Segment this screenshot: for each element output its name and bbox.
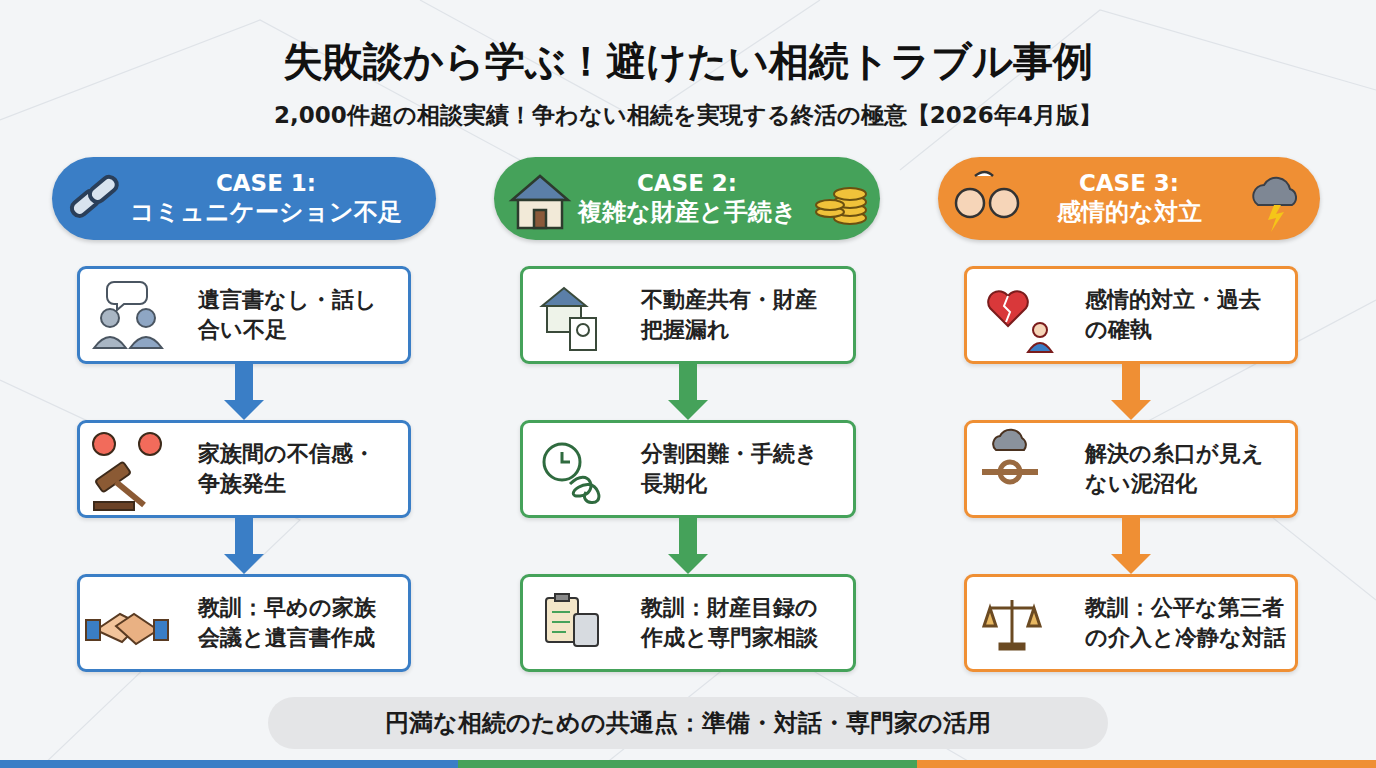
house-icon bbox=[512, 176, 568, 228]
node-text: 教訓：財産目録の 作成と専門家相談 bbox=[641, 593, 851, 654]
case-number: CASE 3: bbox=[1079, 170, 1179, 198]
arrow-shaft bbox=[679, 364, 697, 402]
process-box: 家族間の不信感・ 争族発生 bbox=[77, 420, 411, 518]
knot-cloud-icon bbox=[982, 430, 1038, 482]
arrow-head bbox=[224, 400, 264, 420]
process-box: 解決の糸口が見え ない泥沼化 bbox=[964, 420, 1298, 518]
broken-heart-icon bbox=[988, 291, 1052, 352]
case-header: CASE 2:複雑な財産と手続き bbox=[494, 157, 880, 240]
arrow-head bbox=[668, 554, 708, 574]
subtitle-label: 2,000件超の相談実績！争わない相続を実現する終活の極意【2026年4月版】 bbox=[0, 100, 1376, 131]
case-header: CASE 1:コミュニケーション不足 bbox=[52, 157, 436, 240]
flow-arrow bbox=[1111, 518, 1151, 574]
page-title: 失敗談から学ぶ！避けたい相続トラブル事例 bbox=[0, 34, 1376, 89]
process-box: 教訓：早めの家族 会議と遺言書作成 bbox=[77, 574, 411, 672]
node-text: 不動産共有・財産 把握漏れ bbox=[641, 285, 851, 346]
node-text: 感情的な対立 bbox=[1057, 197, 1202, 227]
node-text: 解決の糸口が見え ない泥沼化 bbox=[1085, 439, 1295, 500]
case-number: CASE 2: bbox=[637, 170, 737, 198]
coins-icon bbox=[816, 188, 866, 224]
people-talk-icon bbox=[94, 282, 162, 348]
node-text: 教訓：早めの家族 会議と遺言書作成 bbox=[198, 593, 408, 654]
arrow-head bbox=[1111, 554, 1151, 574]
arrow-head bbox=[1111, 400, 1151, 420]
process-box: 教訓：財産目録の 作成と専門家相談 bbox=[520, 574, 856, 672]
process-box: 不動産共有・財産 把握漏れ bbox=[520, 266, 856, 364]
flow-arrow bbox=[1111, 364, 1151, 420]
arrow-head bbox=[668, 400, 708, 420]
storm-icon bbox=[1253, 178, 1296, 232]
node-text: 複雑な財産と手続き bbox=[578, 197, 797, 227]
process-box: 遺言書なし・話し 合い不足 bbox=[77, 266, 411, 364]
flow-arrow bbox=[668, 518, 708, 574]
arrow-head bbox=[224, 554, 264, 574]
summary-band: 円満な相続のための共通点：準備・対話・専門家の活用 bbox=[268, 697, 1108, 749]
flow-arrow bbox=[224, 364, 264, 420]
arrow-shaft bbox=[235, 364, 253, 402]
flow-arrow bbox=[224, 518, 264, 574]
case-number: CASE 1: bbox=[216, 170, 316, 198]
process-box: 教訓：公平な第三者 の介入と冷静な対話 bbox=[964, 574, 1298, 672]
process-box: 分割困難・手続き 長期化 bbox=[520, 420, 856, 518]
node-text: 遺言書なし・話し 合い不足 bbox=[198, 285, 408, 346]
case-header: CASE 3:感情的な対立 bbox=[938, 157, 1320, 240]
node-text: 分割困難・手続き 長期化 bbox=[641, 439, 851, 500]
clock-tangle-icon bbox=[544, 444, 599, 503]
faces-icon bbox=[956, 172, 1018, 217]
handshake-icon bbox=[86, 614, 168, 644]
arrow-shaft bbox=[235, 518, 253, 556]
arrow-shaft bbox=[679, 518, 697, 556]
clipboard-calculator-icon bbox=[546, 594, 598, 646]
node-text: 教訓：公平な第三者 の介入と冷静な対話 bbox=[1085, 593, 1295, 654]
node-text: 感情的対立・過去 の確執 bbox=[1085, 285, 1295, 346]
node-text: 円満な相続のための共通点：準備・対話・専門家の活用 bbox=[385, 707, 991, 739]
node-text: コミュニケーション不足 bbox=[130, 197, 402, 227]
node-text: 家族間の不信感・ 争族発生 bbox=[198, 439, 408, 500]
flow-arrow bbox=[668, 364, 708, 420]
arrow-shaft bbox=[1122, 518, 1140, 556]
house-document-icon bbox=[542, 288, 596, 350]
gavel-icon bbox=[93, 433, 161, 510]
chain-icon bbox=[69, 174, 120, 219]
process-box: 感情的対立・過去 の確執 bbox=[964, 266, 1298, 364]
scales-icon bbox=[984, 600, 1040, 649]
arrow-shaft bbox=[1122, 364, 1140, 402]
